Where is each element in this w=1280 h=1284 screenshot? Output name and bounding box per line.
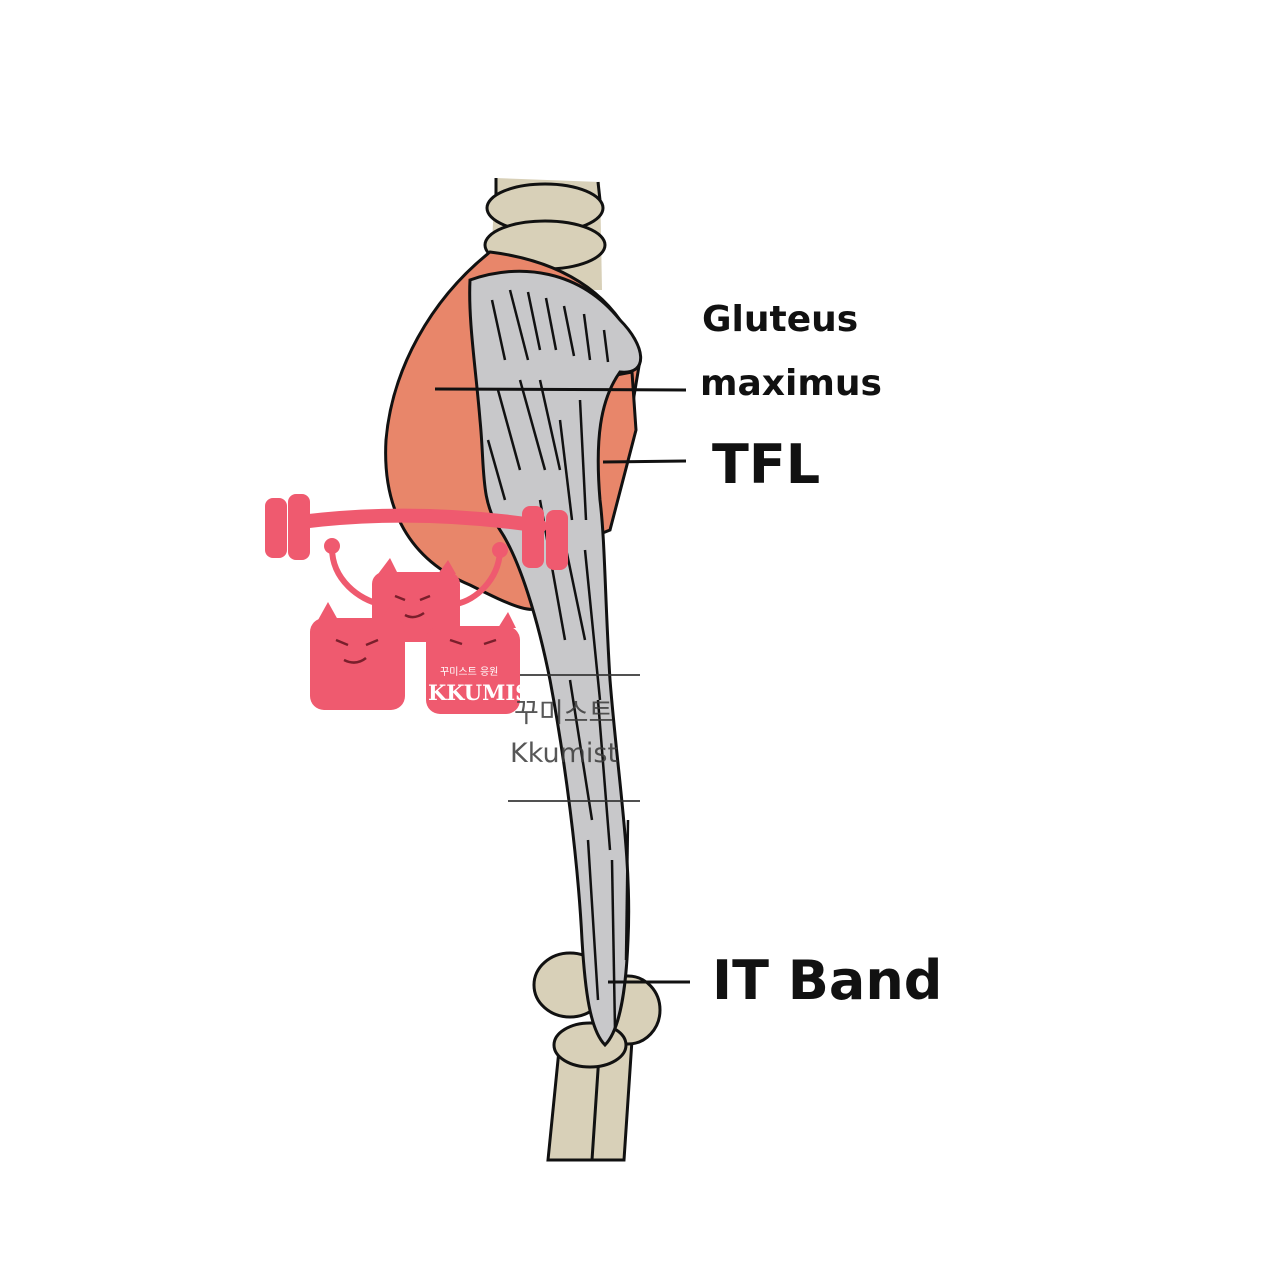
tfl-label: TFL <box>712 433 821 496</box>
gluteus-leader <box>434 387 687 392</box>
tfl-leader <box>602 459 687 464</box>
kkumist-logo <box>265 494 568 714</box>
it-band-label: IT Band <box>712 949 943 1012</box>
it-band-fascia <box>468 269 643 1048</box>
logo-subtitle: 꾸미스트 응원 <box>440 667 499 678</box>
watermark-rules <box>508 674 640 802</box>
gluteus-maximus-label-line2: maximus <box>700 363 882 404</box>
logo-name: KKUMIST <box>428 680 546 705</box>
leader-lines <box>434 387 690 984</box>
watermark-korean: 꾸미스트 <box>514 698 614 729</box>
watermark-english: Kkumist <box>510 738 619 769</box>
gluteus-maximus-label-line1: Gluteus <box>702 299 859 340</box>
